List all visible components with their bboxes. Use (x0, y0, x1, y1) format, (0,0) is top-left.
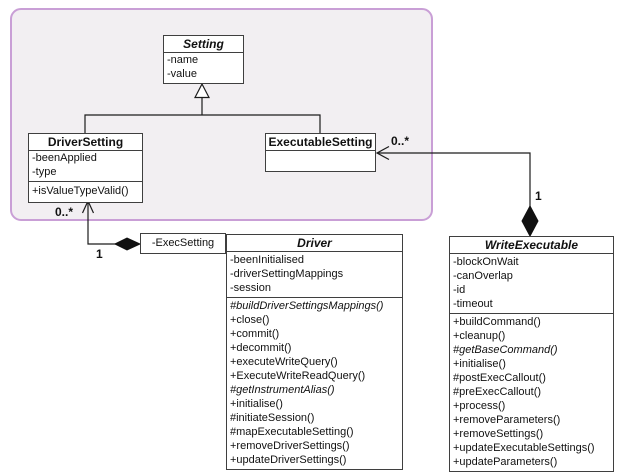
class-driver-setting-methods: +isValueTypeValid() (29, 181, 142, 202)
class-driver-title: Driver (297, 236, 332, 250)
class-member: -beenInitialised (230, 254, 304, 266)
class-member: +updateDriverSettings() (230, 454, 347, 466)
multiplicity-label: 1 (535, 189, 542, 203)
composition-diamond-icon (521, 204, 539, 238)
class-driver-setting-title: DriverSetting (47, 135, 124, 149)
class-member: -type (32, 165, 57, 178)
class-driver-attributes: -beenInitialised -driverSettingMappings -s… (227, 251, 402, 297)
class-member: #mapExecutableSetting() (230, 426, 354, 438)
class-write-executable[interactable]: WriteExecutable -blockOnWait-canOverlap-… (449, 236, 614, 472)
multiplicity-label: 1 (96, 247, 103, 261)
class-member: #getBaseCommand() (453, 344, 558, 356)
class-member: #buildDriverSettingsMappings() (230, 300, 384, 312)
class-member: +isValueTypeValid() (32, 185, 129, 197)
class-member: +ExecuteWriteReadQuery() (230, 370, 366, 382)
class-setting-attributes: -name-value (164, 52, 243, 83)
class-setting-title: Setting (183, 37, 224, 51)
class-write-executable-title: WriteExecutable (484, 238, 579, 252)
class-member: +commit() (230, 328, 280, 340)
class-member: #preExecCallout() (453, 386, 542, 398)
class-member: +close() (230, 314, 270, 326)
class-write-executable-attributes: -blockOnWait -canOverlap -id -timeout (450, 253, 613, 313)
class-setting[interactable]: Setting -name-value (163, 35, 244, 84)
class-member: -id (453, 284, 466, 296)
class-driver-setting-attributes: -beenApplied-type (29, 150, 142, 181)
class-driver-methods: #buildDriverSettingsMappings() +close() +c… (227, 297, 402, 469)
composition-diamond-icon (113, 237, 142, 251)
class-member: +cleanup() (453, 330, 506, 342)
class-member: +updateExecutableSettings() (453, 442, 595, 454)
class-write-executable-methods: +buildCommand() +cleanup() #getBaseCommand… (450, 313, 613, 471)
class-member: -beenApplied (32, 152, 97, 164)
driver-execsetting-role-box: -ExecSetting (140, 233, 226, 254)
class-member: -canOverlap (453, 270, 513, 282)
class-member: -driverSettingMappings (230, 268, 344, 280)
class-member: #initiateSession() (230, 412, 315, 424)
class-member: -timeout (453, 298, 493, 310)
class-executable-setting-attributes (266, 150, 375, 171)
multiplicity-label: 0..* (55, 205, 74, 219)
class-member: +buildCommand() (453, 316, 541, 328)
class-member: -value (167, 67, 197, 80)
class-member: -blockOnWait (453, 256, 519, 268)
class-member: +process() (453, 400, 506, 412)
class-member: +decommit() (230, 342, 292, 354)
class-driver-setting[interactable]: DriverSetting -beenApplied-type +isValue… (28, 133, 143, 203)
class-member: +removeSettings() (453, 428, 544, 440)
class-member: #getInstrumentAlias() (230, 384, 335, 396)
class-driver[interactable]: Driver -beenInitialised -driverSettingMap… (226, 234, 403, 470)
class-member: +initialise() (453, 358, 506, 370)
multiplicity-label: 0..* (391, 134, 410, 148)
class-member: +initialise() (230, 398, 283, 410)
class-member: +removeDriverSettings() (230, 440, 350, 452)
class-member: +removeParameters() (453, 414, 561, 426)
class-member: +updateParameters() (453, 456, 558, 468)
class-member: +executeWriteQuery() (230, 356, 338, 368)
class-member: #postExecCallout() (453, 372, 546, 384)
class-member: -name (167, 54, 199, 66)
class-member: -session (230, 282, 271, 294)
class-executable-setting[interactable]: ExecutableSetting (265, 133, 376, 172)
class-executable-setting-title: ExecutableSetting (268, 135, 373, 149)
